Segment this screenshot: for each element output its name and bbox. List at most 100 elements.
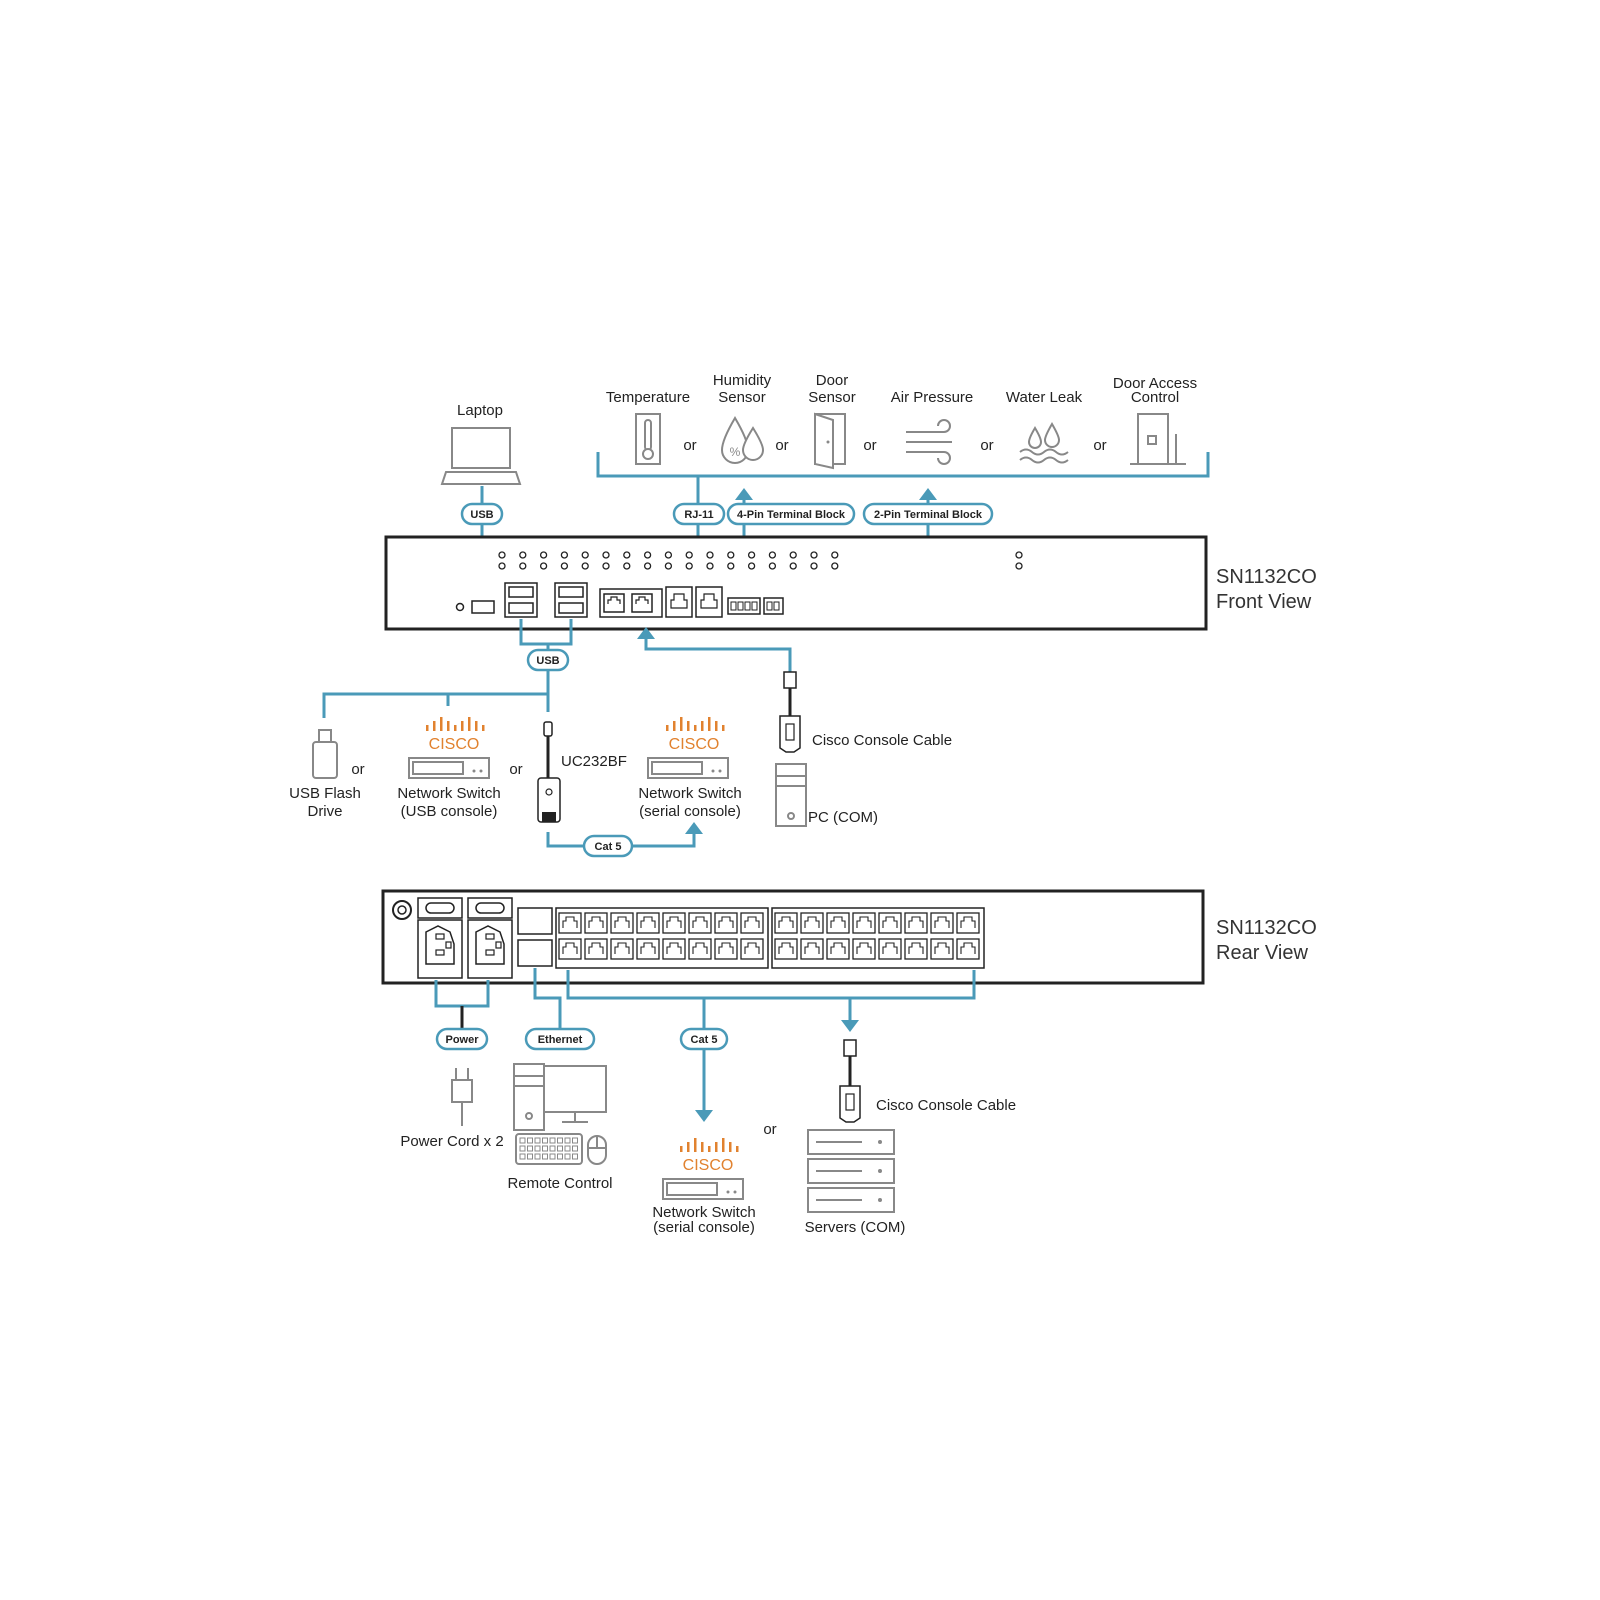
led-indicator (498, 551, 506, 559)
door-sensor-label-line2: Sensor (808, 389, 856, 406)
pill-4pin-terminal: 4-Pin Terminal Block (726, 502, 856, 526)
serial-port (800, 938, 824, 960)
servers-label: Servers (COM) (805, 1219, 906, 1236)
serial-port (584, 912, 608, 934)
usb-port-group (554, 582, 588, 618)
serial-port (878, 938, 902, 960)
serial-port (688, 912, 712, 934)
front-usb-bus: USB (322, 619, 792, 718)
console-cable-icon (779, 671, 801, 753)
console-cable-front: Cisco Console Cable PC (COM) (775, 671, 952, 827)
console-cable-rear-label: Cisco Console Cable (876, 1097, 1016, 1114)
rear-connections: Power Ethernet Cat 5 (434, 968, 976, 1122)
arrow-down-icon (695, 1110, 713, 1122)
led-indicator (581, 551, 589, 559)
led-indicator (539, 551, 548, 559)
pill-rj11: RJ-11 (672, 502, 726, 526)
cisco-logo-icon (680, 1138, 739, 1152)
serial-port (904, 938, 928, 960)
rear-model-label: SN1132CO (1216, 917, 1317, 939)
uc232bf-adapter: UC232BF Cat 5 (537, 721, 703, 858)
rear-panel: SN1132CO Rear View (381, 889, 1317, 985)
rear-view-label: Rear View (1216, 942, 1308, 964)
cisco-brand-label: CISCO (669, 736, 720, 753)
humidity-label-line2: Sensor (718, 389, 766, 406)
pill-power: Power (435, 1027, 489, 1051)
led-indicator (602, 562, 610, 570)
led-indicator (539, 562, 548, 570)
serial-port (956, 938, 980, 960)
temperature-label: Temperature (606, 389, 690, 406)
rj11-port (665, 586, 693, 618)
serial-port (852, 938, 876, 960)
serial-port (610, 912, 634, 934)
power-plug-icon (451, 1068, 473, 1126)
terminal-block-2pin (763, 597, 784, 615)
arrow-up-icon (735, 488, 753, 500)
power-cord-label: Power Cord x 2 (400, 1133, 503, 1150)
serial-port (826, 912, 850, 934)
cisco-logo-icon (426, 717, 485, 731)
network-switch-serial-front: CISCO Network Switch (serial console) (638, 717, 742, 820)
network-switch-serial-rear: CISCO Network Switch (serial console) (652, 1138, 756, 1236)
pill-cat5-rear: Cat 5 (679, 1027, 729, 1051)
arrow-up-icon (919, 488, 937, 500)
svg-text:RJ-11: RJ-11 (684, 509, 713, 521)
switch-serial-label-line2: (serial console) (639, 803, 741, 820)
svg-text:4-Pin Terminal Block: 4-Pin Terminal Block (737, 509, 846, 521)
sensor-labels: Temperature Humidity Sensor Door Sensor … (606, 372, 1197, 454)
serial-port (904, 912, 928, 934)
led-indicator (581, 562, 589, 570)
led-indicator (727, 562, 735, 570)
serial-port (774, 938, 798, 960)
console-cable-rear: Cisco Console Cable Servers (COM) (805, 1039, 1016, 1236)
serial-port-grid (558, 912, 980, 960)
terminal-block-4pin (727, 597, 761, 615)
power-switch (467, 897, 513, 919)
console-cable-label: Cisco Console Cable (812, 732, 952, 749)
switch-usb-label-line1: Network Switch (397, 785, 500, 802)
switch-icon (647, 757, 729, 779)
led-indicator (747, 551, 756, 559)
serial-port (956, 912, 980, 934)
or-label: or (509, 761, 522, 778)
led-indicator (789, 551, 797, 559)
switch-serial-rear-label-line2: (serial console) (653, 1219, 755, 1236)
humidity-label-line1: Humidity (713, 372, 772, 389)
uc232bf-label: UC232BF (561, 753, 627, 770)
pill-usb-bottom: USB (526, 648, 570, 672)
svg-text:Ethernet: Ethernet (538, 1034, 583, 1046)
switch-serial-rear-label-line1: Network Switch (652, 1204, 755, 1221)
led-indicator (602, 551, 610, 559)
led-indicator (747, 562, 756, 570)
power-switch (417, 897, 463, 919)
door-access-label-line1: Door Access (1113, 375, 1197, 392)
serial-port (558, 912, 582, 934)
door-access-label-line2: Control (1131, 389, 1179, 406)
front-view-label: Front View (1216, 591, 1312, 613)
door-icon (814, 412, 846, 470)
svg-text:USB: USB (470, 509, 493, 521)
svg-text:Power: Power (445, 1034, 479, 1046)
serial-port (740, 912, 764, 934)
serial-port (878, 912, 902, 934)
svg-text:2-Pin Terminal Block: 2-Pin Terminal Block (874, 509, 983, 521)
svg-text:Cat 5: Cat 5 (595, 841, 622, 853)
serial-port (826, 938, 850, 960)
led-indicator (623, 562, 631, 570)
remote-control-label: Remote Control (507, 1175, 612, 1192)
serial-port (800, 912, 824, 934)
serial-port (740, 938, 764, 960)
usb-drive-icon (312, 729, 338, 779)
led-indicator (789, 562, 797, 570)
hdmi-port (471, 600, 495, 614)
led-indicator (810, 562, 818, 570)
cisco-brand-label: CISCO (683, 1157, 734, 1174)
serial-port (636, 938, 660, 960)
led-indicator (643, 551, 652, 559)
serial-port (852, 912, 876, 934)
power-cord: Power Cord x 2 (400, 1068, 504, 1150)
led-indicator (1015, 551, 1023, 559)
serial-port (662, 938, 686, 960)
